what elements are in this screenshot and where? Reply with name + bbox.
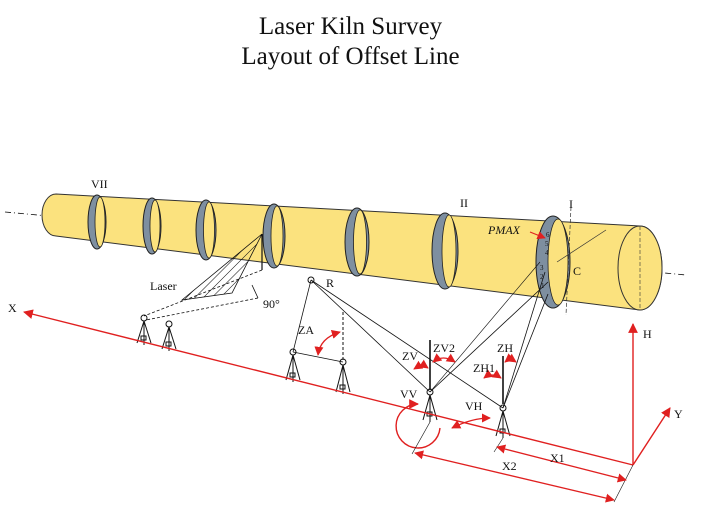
laser-beam-upper — [143, 269, 263, 317]
vh-label: VH — [465, 399, 483, 413]
tire-to-vh-line1 — [502, 271, 546, 409]
vv-rotation-arc — [395, 399, 441, 449]
tire-to-vh-line2 — [502, 293, 549, 409]
title-block: Laser Kiln Survey Layout of Offset Line — [0, 12, 701, 72]
tire-i-label: I — [569, 197, 573, 211]
h-axis-label: H — [643, 327, 652, 341]
zh1-arc — [483, 369, 502, 379]
station-vh-tripod — [495, 356, 511, 438]
r-to-za-line — [292, 279, 312, 353]
x-axis-line — [23, 309, 634, 466]
right-angle-label: 90° — [263, 297, 280, 311]
dim-ext-origin — [613, 464, 634, 503]
r-to-vh-line — [310, 279, 504, 409]
y-axis-label: Y — [674, 407, 683, 421]
tire-iii — [344, 207, 370, 277]
tire-ii — [431, 212, 459, 290]
right-angle-mark — [251, 284, 259, 299]
za-tripod-1 — [285, 348, 301, 382]
tire-v — [195, 199, 217, 261]
za-tripod-2 — [335, 312, 351, 394]
pmax-arrow — [529, 231, 546, 240]
tire-i-dash-c — [556, 229, 607, 263]
station-vv-tripod — [422, 340, 438, 422]
y-axis-line — [632, 407, 671, 466]
laser-label: Laser — [150, 279, 177, 293]
za-label: ZA — [298, 323, 314, 337]
laser-beam-lower — [145, 297, 259, 321]
zv2-label: ZV2 — [433, 341, 455, 355]
r-to-vv-line — [310, 279, 431, 393]
pmax-label: PMAX — [487, 223, 521, 237]
tire-vii-label: VII — [91, 177, 108, 191]
center-label: C — [573, 264, 581, 278]
tire-iv — [262, 203, 286, 269]
vh-angle-arc — [451, 413, 491, 429]
position-6: 6 — [546, 231, 550, 239]
laser-tripod-1 — [136, 314, 152, 345]
position-1: 1 — [541, 282, 545, 290]
x2-label: X2 — [502, 459, 517, 473]
tire-i — [535, 215, 571, 309]
diagram-title-line1: Laser Kiln Survey — [258, 13, 443, 40]
dim-ext-vv — [411, 421, 431, 455]
diagram-title-line2: Layout of Offset Line — [241, 43, 460, 70]
point-r-label: R — [326, 276, 334, 290]
za-angle-arc — [314, 329, 341, 356]
tire-to-vv-line — [429, 281, 549, 393]
position-2: 2 — [540, 273, 544, 281]
dim-ext-vh — [493, 437, 504, 453]
tire-i-dash-top — [565, 206, 572, 316]
tire-vii — [87, 194, 107, 250]
zh-label: ZH — [497, 341, 513, 355]
position-3: 3 — [540, 264, 544, 272]
tire-to-vv-line2 — [429, 261, 541, 393]
laser-plane — [180, 233, 263, 301]
position-5: 5 — [545, 240, 549, 248]
vv-label: VV — [400, 387, 418, 401]
x2-dimension — [414, 450, 615, 503]
zv-label: ZV — [402, 349, 418, 363]
x-axis-label: X — [8, 301, 17, 315]
laser-tripod-2 — [161, 320, 177, 351]
x1-label: X1 — [550, 451, 565, 465]
position-4: 4 — [545, 249, 549, 257]
za-base-line — [292, 351, 344, 363]
tire-ii-label: II — [460, 196, 468, 210]
zh1-label: ZH1 — [473, 361, 495, 375]
zv2-arc — [432, 353, 456, 363]
zv-arc — [413, 359, 429, 370]
zh-arc — [504, 353, 517, 363]
tire-vi — [142, 197, 162, 255]
